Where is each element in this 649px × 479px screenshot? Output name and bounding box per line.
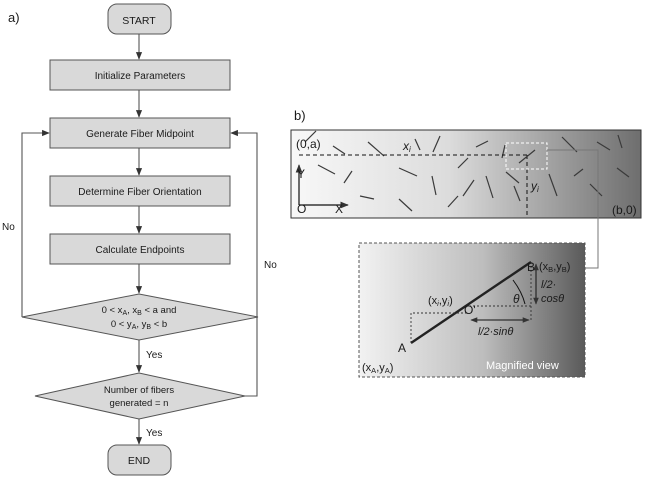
fiber-ab bbox=[410, 261, 532, 344]
theta-label: θ bbox=[513, 292, 520, 306]
step-box-orientation bbox=[49, 175, 231, 207]
highlighted-fiber bbox=[518, 149, 536, 164]
xi-label: xi bbox=[402, 139, 411, 154]
panel-a-label: a) bbox=[8, 10, 20, 25]
fiber bbox=[589, 183, 603, 197]
fiber bbox=[475, 140, 489, 148]
fiber bbox=[485, 175, 494, 199]
no-label-left: No bbox=[2, 222, 15, 233]
fiber bbox=[596, 141, 611, 151]
fiber bbox=[359, 195, 375, 200]
fiber bbox=[304, 130, 317, 143]
coord-a-label: (xA,yA) bbox=[362, 362, 393, 375]
step-generate-label: Generate Fiber Midpoint bbox=[86, 129, 194, 140]
dim-vertical-label-1: l/2· bbox=[541, 279, 556, 291]
fiber bbox=[548, 173, 558, 197]
step-orientation-label: Determine Fiber Orientation bbox=[78, 187, 201, 198]
decision-bounds bbox=[21, 293, 259, 341]
x-axis-label: X bbox=[335, 202, 343, 216]
start-label: START bbox=[122, 15, 156, 27]
yes-label-1: Yes bbox=[146, 350, 162, 361]
coord-b-label: (xB,yB) bbox=[539, 261, 570, 274]
fiber bbox=[617, 134, 623, 149]
theta-arc bbox=[512, 279, 526, 305]
fiber bbox=[317, 164, 336, 175]
decision-bounds-line2: 0 < yA, yB < b bbox=[111, 319, 167, 331]
step-box-endpoints bbox=[49, 233, 231, 265]
point-o-label: O' bbox=[464, 303, 476, 317]
decision-count-line2: generated = n bbox=[110, 398, 169, 409]
step-initialize-label: Initialize Parameters bbox=[95, 71, 186, 82]
decision-count-line1: Number of fibers bbox=[104, 385, 174, 396]
corner-top-left-label: (0,a) bbox=[296, 137, 321, 151]
origin-label: O bbox=[297, 202, 306, 216]
arrow-decision1-no-loop bbox=[21, 129, 50, 317]
fiber bbox=[447, 195, 459, 208]
fiber bbox=[616, 167, 630, 178]
fiber-group bbox=[304, 130, 630, 212]
panel-b-label: b) bbox=[294, 108, 306, 123]
magnify-connector bbox=[547, 149, 599, 269]
fiber bbox=[398, 167, 418, 177]
dim-horizontal-label: l/2·sinθ bbox=[478, 326, 513, 338]
y-axis-label: Y bbox=[297, 167, 305, 181]
decision-bounds-line1: 0 < xA, xB < a and bbox=[102, 305, 177, 317]
yi-label: yi bbox=[530, 179, 539, 194]
coord-mid-label: (xi,yi) bbox=[428, 295, 453, 308]
arrow-decision2-no-loop bbox=[230, 129, 258, 397]
fiber bbox=[462, 179, 475, 197]
corner-bottom-right-label: (b,0) bbox=[612, 203, 637, 217]
fiber bbox=[343, 170, 353, 184]
fiber bbox=[505, 171, 520, 184]
yes-label-2: Yes bbox=[146, 428, 162, 439]
fiber bbox=[367, 141, 385, 157]
helper-dotted-a bbox=[410, 312, 469, 343]
zoom-region bbox=[505, 142, 548, 170]
fiber bbox=[501, 144, 506, 159]
no-label-right: No bbox=[264, 260, 277, 271]
step-box-generate bbox=[49, 117, 231, 149]
fiber bbox=[573, 168, 584, 177]
point-b-label: B bbox=[527, 260, 535, 274]
end-label: END bbox=[128, 455, 151, 467]
magnified-view-label: Magnified view bbox=[486, 360, 559, 372]
fiber bbox=[431, 175, 437, 196]
step-endpoints-label: Calculate Endpoints bbox=[96, 245, 185, 256]
fiber bbox=[414, 138, 421, 151]
decision-count bbox=[34, 372, 246, 420]
point-a-label: A bbox=[398, 341, 406, 355]
fiber bbox=[432, 135, 441, 153]
fiber bbox=[332, 145, 346, 155]
fiber bbox=[398, 198, 413, 212]
fiber bbox=[457, 157, 469, 169]
magnified-view bbox=[358, 242, 586, 378]
dim-vertical-label-2: cosθ bbox=[541, 293, 564, 305]
fiber bbox=[513, 185, 521, 202]
step-box-initialize bbox=[49, 59, 231, 91]
end-terminal bbox=[107, 444, 172, 476]
